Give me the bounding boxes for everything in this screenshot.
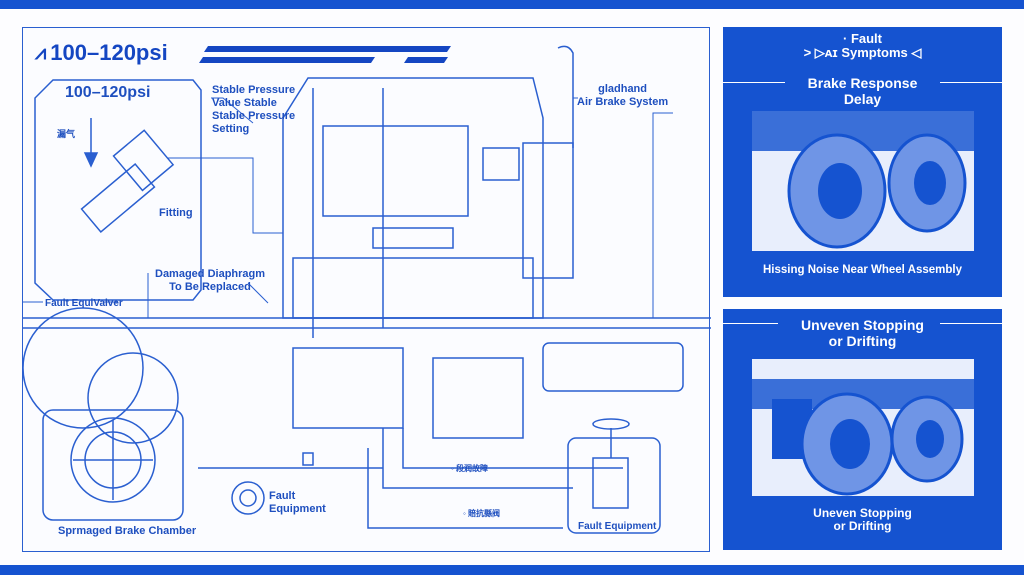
truck-cab	[282, 45, 574, 338]
brake-chamber-inset	[42, 409, 184, 521]
fault-equipment-label-2: Fault Equipment	[578, 521, 657, 532]
fitting-label: Fitting	[159, 207, 193, 219]
brake-chamber-icon	[70, 417, 156, 503]
diagram-panel: ⩘100–120psi 100–120psi 漏气 Fitting Stable…	[22, 27, 711, 552]
cn-label-1: ◦ 段润故障	[451, 464, 489, 473]
fault-equipment-icon	[231, 481, 265, 515]
top-band	[0, 0, 1024, 9]
wheel-illustration	[752, 111, 974, 251]
chassis	[23, 307, 711, 529]
fault-equipment-inset	[567, 437, 661, 534]
leak-label: 漏气	[57, 129, 76, 139]
symptom-1-caption: Hissing Noise Near Wheel Assembly	[763, 264, 962, 276]
bottom-band	[0, 565, 1024, 575]
fault-symptoms-heading: · Fault > ▷ᴀɪ Symptoms ◁	[803, 31, 922, 60]
header-stripes	[199, 46, 451, 63]
wheel-photo-2	[752, 359, 974, 496]
fitting-inset-frame	[34, 79, 202, 301]
cn-label-2: ◦ 賠抗縣阀	[463, 509, 501, 518]
wheel-illustration	[752, 359, 974, 496]
fitting-pressure: 100–120psi	[65, 84, 151, 101]
wheel-photo-1	[752, 111, 974, 251]
valve-icon	[592, 418, 630, 509]
page-title: ⩘100–120psi	[35, 40, 168, 65]
fault-valve-callout: Fault EquiValver	[45, 298, 123, 309]
leader-lines	[23, 97, 673, 318]
truck-schematic	[23, 45, 711, 534]
fitting-icon	[80, 118, 175, 234]
brake-logo-icon: ⩘	[35, 41, 47, 64]
brake-chamber-label: Sprmaged Brake Chamber	[58, 525, 197, 537]
